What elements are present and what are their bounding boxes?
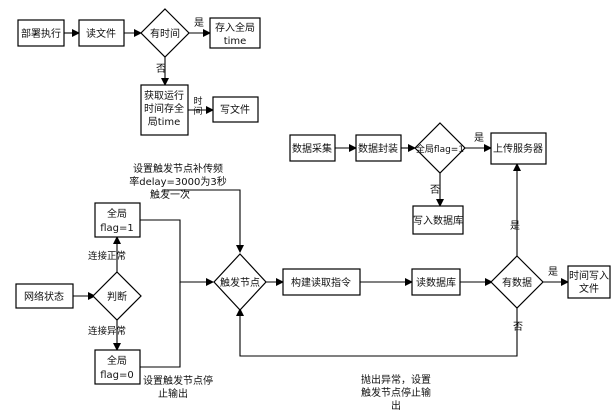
node-network-status-label: 网络状态 xyxy=(24,290,64,303)
node-global-flag1-box xyxy=(94,202,141,238)
edges xyxy=(64,29,569,368)
edge-labels: 是 否 时 间 是 否 设置触发节点补传频 率delay=3000为3秒 触发一… xyxy=(88,17,558,412)
label-yes-has-data-up: 是 xyxy=(510,220,520,232)
label-yes-has-time: 是 xyxy=(194,17,204,29)
label-no-has-data: 否 xyxy=(513,321,523,333)
node-global-flag0-box-line2: flag=0 xyxy=(100,370,134,381)
label-throw-error-line3: 出 xyxy=(391,399,401,412)
node-save-global-time-line2: time xyxy=(224,36,247,47)
label-no-flag1: 否 xyxy=(430,184,440,196)
node-global-flag1-check xyxy=(414,122,466,174)
node-save-global-time xyxy=(209,17,261,49)
edge-settrigger-trigger xyxy=(163,189,244,253)
node-read-file xyxy=(78,19,125,47)
node-has-data xyxy=(490,255,544,309)
edge-flag1box-trigger xyxy=(140,219,214,286)
node-judge xyxy=(92,271,142,321)
label-throw-error-line1: 抛出异常，设置 xyxy=(361,373,431,386)
label-yes-has-data-right: 是 xyxy=(548,266,558,278)
node-network-status xyxy=(15,283,74,309)
label-time-line1: 时 xyxy=(193,95,202,107)
node-deploy-label: 部署执行 xyxy=(21,27,61,40)
node-global-flag1-box-line2: flag=1 xyxy=(100,223,134,234)
label-net-normal: 连接正常 xyxy=(88,250,126,262)
node-upload-server-label: 上传服务器 xyxy=(493,142,543,155)
label-stop-output-line2: 止输出 xyxy=(158,387,188,400)
node-trigger xyxy=(213,253,267,311)
node-save-global-time-line1: 存入全局 xyxy=(215,21,255,34)
node-global-flag1-check-label: 全局flag=1 xyxy=(416,143,464,155)
label-time-line2: 间 xyxy=(193,105,202,117)
node-trigger-label: 触发节点 xyxy=(220,276,260,289)
node-deploy xyxy=(17,19,65,47)
label-yes-flag1: 是 xyxy=(474,132,484,144)
node-upload-server xyxy=(490,132,547,165)
node-has-data-label: 有数据 xyxy=(502,276,532,289)
label-no-has-time: 否 xyxy=(156,63,166,75)
node-write-file xyxy=(212,96,259,123)
label-stop-output-line1: 设置触发节点停 xyxy=(143,374,213,387)
node-get-runtime xyxy=(140,84,189,136)
node-get-runtime-line3: 局time xyxy=(148,116,181,128)
node-write-db xyxy=(412,205,464,235)
edge-flag0box-trigger xyxy=(140,282,181,368)
node-has-time xyxy=(140,8,190,58)
nodes: 部署执行 读文件 有时间 存入全局 time 获取运行 时间存全 局time 写… xyxy=(15,8,611,385)
label-net-abnormal: 连接异常 xyxy=(88,325,126,337)
edge-hasdata-no-loop xyxy=(236,307,518,357)
node-data-collect-label: 数据采集 xyxy=(292,142,332,155)
node-global-flag0-box-line1: 全局 xyxy=(107,354,127,367)
node-build-read-cmd xyxy=(282,268,361,296)
node-global-flag0-box xyxy=(94,349,141,385)
node-build-read-cmd-label: 构建读取指令 xyxy=(291,276,351,289)
node-time-write-file-line2: 文件 xyxy=(579,282,599,295)
node-get-runtime-line1: 获取运行 xyxy=(144,89,184,102)
label-set-trigger-line3: 触发一次 xyxy=(150,188,190,201)
node-data-collect xyxy=(289,134,336,162)
node-time-write-file xyxy=(567,265,611,299)
node-read-file-label: 读文件 xyxy=(86,27,116,40)
node-global-flag1-box-line1: 全局 xyxy=(107,207,127,220)
label-set-trigger-line1: 设置触发节点补传频 xyxy=(133,162,223,175)
node-write-db-label: 写入数据库 xyxy=(413,214,463,227)
node-data-package-label: 数据封装 xyxy=(358,142,398,155)
node-data-package xyxy=(355,134,402,162)
label-throw-error-line2: 触发节点停止输 xyxy=(361,386,431,399)
node-read-db-label: 读数据库 xyxy=(416,276,456,289)
node-write-file-label: 写文件 xyxy=(220,103,250,116)
node-read-db xyxy=(411,268,461,296)
node-get-runtime-line2: 时间存全 xyxy=(144,102,184,115)
label-set-trigger-line2: 率delay=3000为3秒 xyxy=(129,175,227,188)
node-time-write-file-line1: 时间写入 xyxy=(569,269,609,282)
node-judge-label: 判断 xyxy=(107,290,127,303)
node-has-time-label: 有时间 xyxy=(150,27,180,40)
